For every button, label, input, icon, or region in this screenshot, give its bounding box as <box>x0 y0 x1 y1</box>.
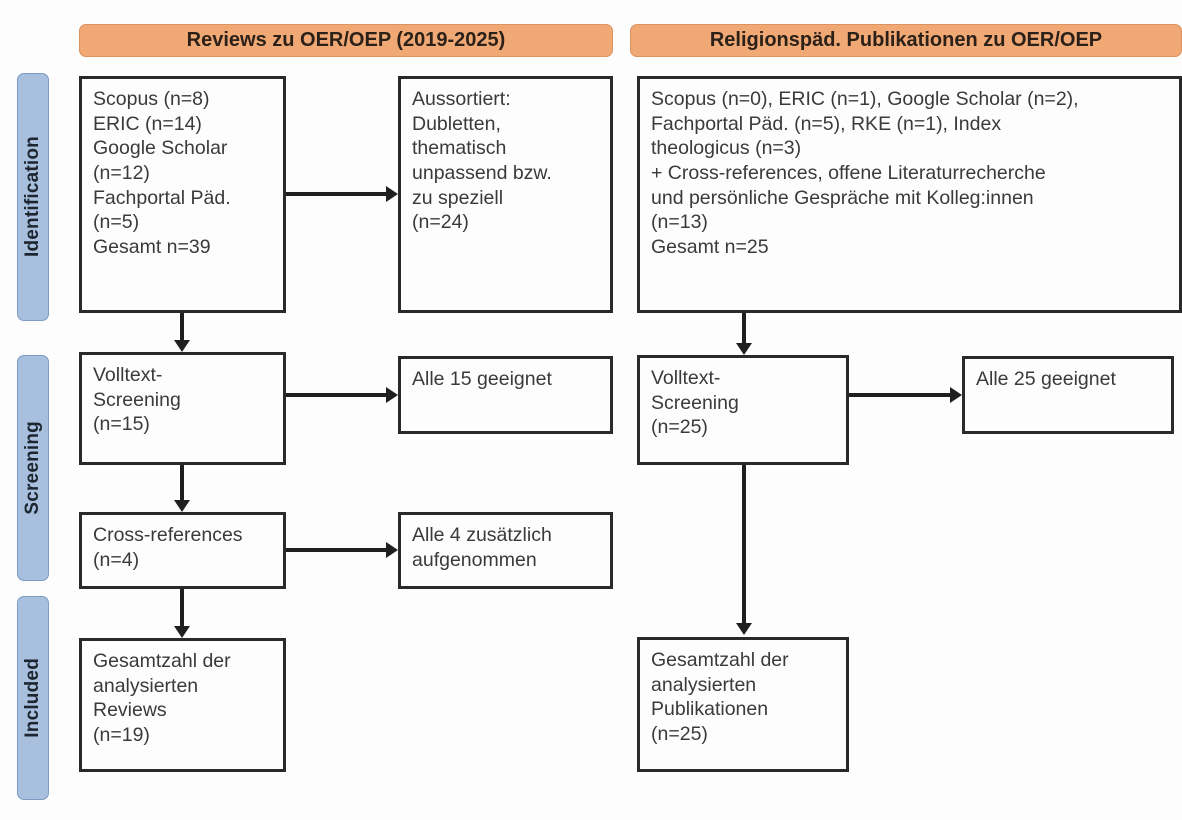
connector-fulltext-to-allfit-left <box>286 393 386 397</box>
stage-label-screening: Screening <box>22 421 43 515</box>
arrowhead-sources-to-excluded-left <box>386 186 398 202</box>
box-included-total-left: Gesamtzahl der analysierten Reviews (n=1… <box>79 638 286 772</box>
box-fulltext-screening-left: Volltext- Screening (n=15) <box>79 352 286 465</box>
arrowhead-fulltext-to-allfit-left <box>386 387 398 403</box>
arrowhead-crossref-to-crossadd-left <box>386 542 398 558</box>
box-included-total-right: Gesamtzahl der analysierten Publikatione… <box>637 637 849 772</box>
stage-bar-identification: Identification <box>17 73 49 321</box>
stage-label-identification: Identification <box>22 136 43 258</box>
arrowhead-sources-to-fulltext-right <box>736 343 752 355</box>
connector-fulltext-to-allfit-right <box>849 393 950 397</box>
arrowhead-crossref-to-included-left <box>174 626 190 638</box>
box-sources-right: Scopus (n=0), ERIC (n=1), Google Scholar… <box>637 76 1182 313</box>
connector-fulltext-to-included-right <box>742 465 746 623</box>
stage-bar-screening: Screening <box>17 355 49 581</box>
arrowhead-fulltext-to-allfit-right <box>950 387 962 403</box>
connector-sources-to-excluded-left <box>286 192 386 196</box>
box-cross-references-added-left: Alle 4 zusätzlich aufgenommen <box>398 512 613 589</box>
box-all-suitable-left: Alle 15 geeignet <box>398 356 613 434</box>
connector-sources-to-fulltext-right <box>742 313 746 343</box>
box-excluded-left: Aussortiert: Dubletten, thematisch unpas… <box>398 76 613 313</box>
arrowhead-sources-to-fulltext-left <box>174 340 190 352</box>
connector-crossref-to-crossadd-left <box>286 548 386 552</box>
box-fulltext-screening-right: Volltext- Screening (n=25) <box>637 355 849 465</box>
stage-label-included: Included <box>22 658 43 738</box>
connector-sources-to-fulltext-left <box>180 313 184 340</box>
box-sources-left: Scopus (n=8) ERIC (n=14) Google Scholar … <box>79 76 286 313</box>
arrowhead-fulltext-to-crossref-left <box>174 500 190 512</box>
box-cross-references-left: Cross-references (n=4) <box>79 512 286 589</box>
box-all-suitable-right: Alle 25 geeignet <box>962 356 1174 434</box>
column-header-left: Reviews zu OER/OEP (2019-2025) <box>79 24 613 57</box>
connector-crossref-to-included-left <box>180 589 184 626</box>
stage-bar-included: Included <box>17 596 49 800</box>
connector-fulltext-to-crossref-left <box>180 465 184 500</box>
column-header-right: Religionspäd. Publikationen zu OER/OEP <box>630 24 1182 57</box>
arrowhead-fulltext-to-included-right <box>736 623 752 635</box>
